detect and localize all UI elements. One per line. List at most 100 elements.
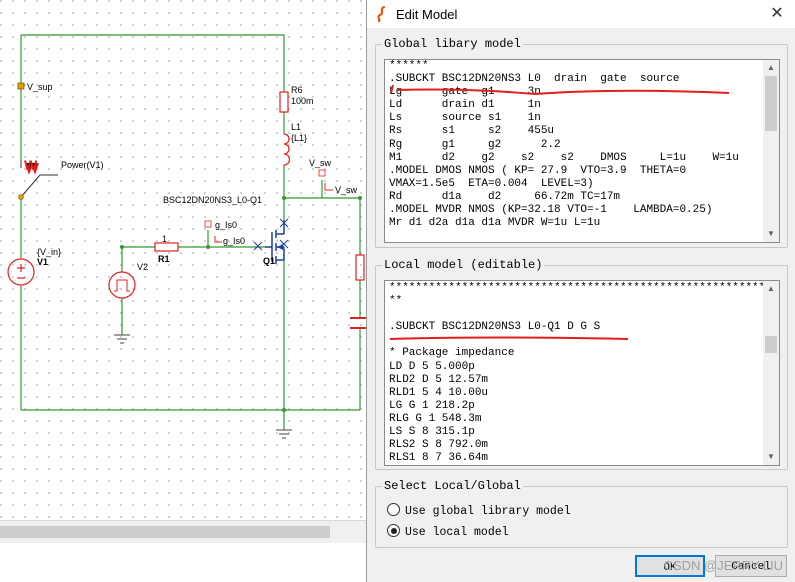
- label-g-is0-net: g_Is0: [223, 236, 246, 246]
- label-v1: V1: [37, 257, 49, 267]
- probe-markers[interactable]: [17, 82, 326, 228]
- app-logo-icon: [377, 6, 386, 22]
- pulse-source-v2[interactable]: [108, 271, 136, 299]
- scroll-up-arrow-icon[interactable]: ▲: [767, 63, 775, 72]
- code-line: Ld drain d1 1n: [389, 99, 541, 112]
- radio-local-label: Use local model: [405, 526, 509, 539]
- edit-model-dialog: Edit Model ✕ Global libary model ******.…: [366, 0, 795, 582]
- ground-symbols: [114, 334, 292, 439]
- code-line: VMAX=1.5e5 ETA=0.004 LEVEL=3): [389, 177, 594, 190]
- red-w-mark: [25, 162, 39, 175]
- scroll-up-arrow-icon[interactable]: ▲: [767, 284, 775, 293]
- mosfet-diode-marks: [253, 218, 289, 251]
- resistor-r1[interactable]: [154, 242, 179, 252]
- watermark: CSDN @JERRY-LIU: [663, 558, 783, 573]
- inductor-l1[interactable]: [283, 133, 291, 166]
- global-model-lines: ******.SUBCKT BSC12DN20NS3 L0 drain gate…: [389, 60, 739, 230]
- label-v-sw-probe: V_sw: [309, 158, 332, 168]
- probe-leaders: [214, 183, 333, 243]
- code-line: RLD2 D 5 12.57m: [389, 373, 489, 386]
- resistor-right[interactable]: [355, 254, 365, 281]
- select-group-title: Select Local/Global: [382, 479, 523, 493]
- cancel-button[interactable]: Cancel: [715, 555, 787, 577]
- local-vertical-scrollbar[interactable]: ▲ ▼: [763, 281, 779, 465]
- schematic-canvas[interactable]: V_sup Power(V1) {V_in} V1 R6 100m L1 {L1…: [0, 0, 366, 582]
- junction-dots: [120, 196, 362, 412]
- code-line: LD D 5 5.000p: [389, 360, 475, 373]
- label-l1-value: {L1}: [291, 133, 308, 143]
- local-model-group-title: Local model (editable): [382, 258, 545, 272]
- code-line: Rg g1 g2 2.2: [389, 138, 561, 151]
- label-v2: V2: [137, 262, 149, 272]
- probe-g-is0: [204, 220, 212, 228]
- label-power: Power(V1): [61, 160, 104, 170]
- code-line: RLD1 5 4 10.00u: [389, 386, 489, 399]
- close-icon[interactable]: ✕: [770, 5, 784, 22]
- label-w-mark: W: [24, 157, 38, 173]
- code-line: .MODEL MVDR NMOS (KP=32.18 VTO=-1 LAMBDA…: [389, 204, 713, 217]
- global-scroll-thumb[interactable]: [765, 76, 777, 131]
- power-switch[interactable]: [20, 160, 58, 198]
- label-r6: R6: [291, 85, 303, 95]
- code-line: * Package impedance: [389, 347, 515, 360]
- wires: [20, 34, 361, 430]
- code-line: Rs s1 s2 455u: [389, 125, 555, 138]
- radio-button-local[interactable]: [387, 524, 400, 537]
- label-q1: Q1: [263, 256, 276, 266]
- ok-button[interactable]: OK: [635, 555, 705, 577]
- radio-use-global[interactable]: Use global library model: [387, 503, 571, 518]
- pulse-waveform-icon: [114, 279, 130, 292]
- dialog-titlebar[interactable]: Edit Model ✕: [367, 0, 795, 28]
- label-part-name: BSC12DN20NS3_L0-Q1: [163, 195, 263, 205]
- code-line: .MODEL DMOS NMOS ( KP= 27.9 VTO=3.9 THET…: [389, 164, 687, 177]
- label-v-sup: V_sup: [27, 82, 53, 92]
- code-line: ****************************************…: [389, 282, 766, 294]
- global-model-group: [375, 44, 788, 248]
- local-scroll-thumb[interactable]: [765, 336, 777, 353]
- code-line: ******: [389, 60, 429, 72]
- label-r1: R1: [158, 254, 170, 264]
- switch-contact: [18, 194, 24, 200]
- global-model-text[interactable]: ******.SUBCKT BSC12DN20NS3 L0 drain gate…: [384, 59, 780, 243]
- resistor-r6[interactable]: [279, 91, 289, 113]
- local-model-lines: ****************************************…: [389, 282, 765, 465]
- code-line: .SUBCKT BSC12DN20NS3 L0-Q1 D G S: [389, 321, 601, 334]
- scroll-down-arrow-icon[interactable]: ▼: [767, 229, 775, 238]
- probe-v-sup: [17, 82, 25, 90]
- annotation-underline-local: [389, 336, 629, 340]
- label-l1: L1: [291, 122, 302, 132]
- label-v-sw-net: V_sw: [335, 185, 358, 195]
- code-line: Mr d1 d2a d1a d1a MVDR W=1u L=1u: [389, 217, 601, 230]
- code-line: Rd d1a d2 66.72m TC=17m: [389, 190, 621, 203]
- annotation-underline-global: [390, 84, 730, 96]
- code-line: .SUBCKT BSC12DN20NS3 L0 drain gate sourc…: [389, 73, 680, 86]
- code-line: Ls source s1 1n: [389, 112, 541, 125]
- local-model-text[interactable]: ****************************************…: [384, 280, 780, 466]
- scroll-down-arrow-icon[interactable]: ▼: [767, 452, 775, 461]
- radio-global-label: Use global library model: [405, 505, 571, 518]
- label-r6-value: 100m: [291, 96, 314, 106]
- schematic-horizontal-scrollbar[interactable]: [0, 520, 366, 543]
- code-line: LG G 1 218.2p: [389, 399, 475, 412]
- voltage-source-v1[interactable]: [7, 258, 35, 286]
- code-line: LS S 8 315.1p: [389, 426, 475, 439]
- label-r1-value: 1: [162, 234, 168, 244]
- grid-dots: [0, 0, 366, 520]
- code-line: RLG G 1 548.3m: [389, 412, 482, 425]
- schematic-drawing: [0, 0, 366, 520]
- code-line: RLS2 S 8 792.0m: [389, 439, 489, 452]
- code-line: **: [389, 295, 403, 308]
- global-model-group-title: Global libary model: [382, 37, 523, 51]
- dialog-title: Edit Model: [396, 7, 458, 22]
- probe-v-sw: [318, 169, 326, 177]
- capacitor-right[interactable]: [350, 317, 366, 329]
- label-g-is0-probe: g_Is0: [215, 220, 238, 230]
- local-model-group: [375, 265, 788, 470]
- select-local-global-group: [375, 486, 788, 548]
- radio-use-local[interactable]: Use local model: [387, 524, 509, 539]
- code-line: RLS1 8 7 36.64m: [389, 452, 489, 465]
- scrollbar-thumb[interactable]: [0, 526, 330, 538]
- global-vertical-scrollbar[interactable]: ▲ ▼: [763, 60, 779, 242]
- radio-button-global[interactable]: [387, 503, 400, 516]
- label-v-in: {V_in}: [37, 247, 62, 257]
